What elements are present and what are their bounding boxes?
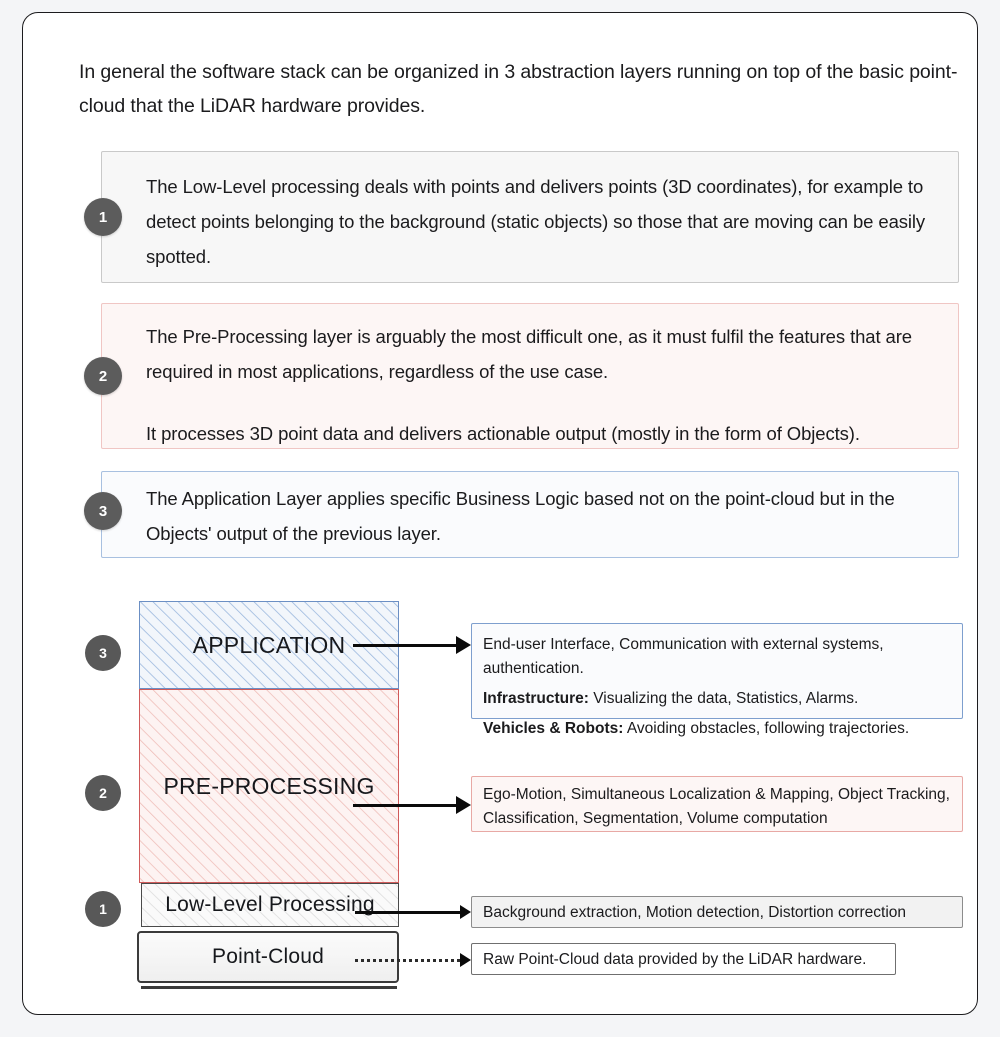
layer-pointcloud: Point-Cloud bbox=[137, 931, 399, 983]
arrow-pointcloud-dotted bbox=[355, 951, 471, 969]
hatch-pattern-red bbox=[140, 690, 398, 882]
layer-application-label: APPLICATION bbox=[192, 631, 346, 658]
explanation-box-2: The Pre-Processing layer is arguably the… bbox=[101, 303, 959, 449]
explanation-3-paragraph-1: The Application Layer applies specific B… bbox=[146, 488, 895, 544]
layer-lowlevel: Low-Level Processing bbox=[141, 883, 399, 927]
callout-application: End-user Interface, Communication with e… bbox=[471, 623, 963, 737]
callout-lowlevel: Background extraction, Motion detection,… bbox=[471, 896, 963, 928]
stack-diagram: 3 2 1 APPLICATION bbox=[23, 573, 1000, 1003]
explanation-1-paragraph-1: The Low-Level processing deals with poin… bbox=[146, 176, 926, 267]
layer-pointcloud-label: Point-Cloud bbox=[212, 945, 324, 968]
callout-lowlevel-text: Background extraction, Motion detection,… bbox=[483, 904, 907, 921]
callout-application-line-2-label: Infrastructure: bbox=[483, 690, 589, 707]
explanation-2-paragraph-1: The Pre-Processing layer is arguably the… bbox=[146, 326, 912, 382]
layer-preprocessing: PRE-PROCESSING bbox=[139, 689, 399, 883]
arrow-head bbox=[456, 796, 471, 814]
arrow-application bbox=[353, 635, 471, 655]
callout-application-line-3: Vehicles & Robots: Avoiding obstacles, f… bbox=[483, 717, 952, 741]
explanation-text-2: The Pre-Processing layer is arguably the… bbox=[146, 319, 936, 451]
layer-lowlevel-label: Low-Level Processing bbox=[165, 893, 375, 916]
callout-application-line-3-text: Avoiding obstacles, following trajectori… bbox=[623, 720, 910, 737]
arrow-head bbox=[460, 953, 471, 967]
layer-preprocessing-label: PRE-PROCESSING bbox=[163, 772, 375, 799]
callout-application-line-2: Infrastructure: Visualizing the data, St… bbox=[483, 687, 952, 711]
callout-application-line-2-text: Visualizing the data, Statistics, Alarms… bbox=[588, 690, 859, 707]
arrow-shaft bbox=[355, 910, 460, 914]
arrow-shaft bbox=[353, 643, 456, 647]
callout-application-line-1: End-user Interface, Communication with e… bbox=[483, 636, 884, 677]
arrow-shaft bbox=[353, 803, 456, 807]
callout-preprocessing-text: Ego-Motion, Simultaneous Localization & … bbox=[483, 786, 950, 827]
explanation-box-1: The Low-Level processing deals with poin… bbox=[101, 151, 959, 283]
arrow-head bbox=[460, 905, 471, 919]
diagram-badge-1: 1 bbox=[85, 891, 121, 927]
arrow-shaft-dotted bbox=[355, 958, 460, 962]
callout-preprocessing: Ego-Motion, Simultaneous Localization & … bbox=[471, 776, 963, 832]
intro-paragraph: In general the software stack can be org… bbox=[79, 61, 958, 117]
explanation-2-paragraph-2: It processes 3D point data and delivers … bbox=[146, 423, 860, 444]
callout-pointcloud: Raw Point-Cloud data provided by the LiD… bbox=[471, 943, 896, 975]
step-badge-1: 1 bbox=[84, 198, 122, 236]
pointcloud-base-line bbox=[141, 986, 397, 989]
step-badge-2: 2 bbox=[84, 357, 122, 395]
explanation-text-1: The Low-Level processing deals with poin… bbox=[146, 169, 936, 274]
explanation-text-3: The Application Layer applies specific B… bbox=[146, 481, 936, 551]
arrow-head bbox=[456, 636, 471, 654]
content-card: In general the software stack can be org… bbox=[22, 12, 978, 1015]
diagram-badge-3: 3 bbox=[85, 635, 121, 671]
callout-application-line-3-label: Vehicles & Robots: bbox=[483, 720, 624, 737]
diagram-badge-2: 2 bbox=[85, 775, 121, 811]
arrow-preprocessing bbox=[353, 795, 471, 815]
step-badge-3: 3 bbox=[84, 492, 122, 530]
arrow-lowlevel bbox=[355, 903, 471, 921]
explanation-box-3: The Application Layer applies specific B… bbox=[101, 471, 959, 558]
callout-pointcloud-text: Raw Point-Cloud data provided by the LiD… bbox=[483, 951, 867, 968]
hatch-pattern-gray bbox=[142, 884, 398, 926]
